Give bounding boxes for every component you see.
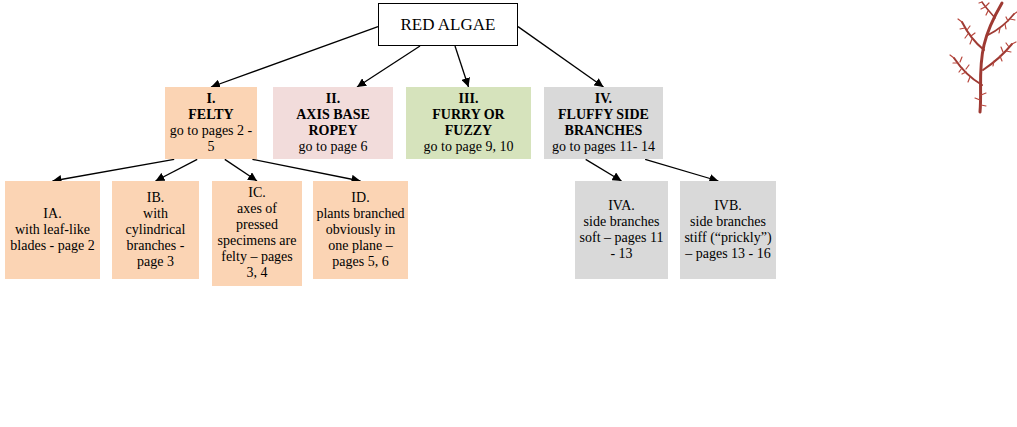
- connector-arrow: [225, 159, 257, 181]
- box-heading: II.: [326, 91, 340, 107]
- box-text: go to pages 2 - 5: [168, 123, 254, 155]
- category-box: II.AXIS BASE ROPEYgo to page 6: [273, 87, 393, 159]
- box-heading: I.: [207, 91, 216, 107]
- box-text: go to pages 11- 14: [552, 139, 655, 155]
- box-text: ID.: [351, 190, 369, 206]
- category-box: I.FELTYgo to pages 2 - 5: [165, 87, 257, 159]
- connector-arrow: [586, 159, 622, 181]
- subcategory-box: ID.plants branched obviously in one plan…: [313, 181, 408, 279]
- box-text: plants branched obviously in one plane –…: [316, 206, 405, 270]
- subcategory-box: IC.axes of pressed specimens are felty –…: [212, 181, 302, 286]
- box-text: go to page 6: [299, 139, 368, 155]
- connector-arrow: [211, 27, 378, 87]
- box-text: side branches stiff (“prickly”) – pages …: [683, 214, 773, 262]
- connector-arrow: [252, 159, 360, 181]
- root-box: RED ALGAE: [378, 3, 518, 46]
- box-text: IA.: [43, 206, 61, 222]
- box-heading: FLUFFY SIDE BRANCHES: [547, 107, 660, 139]
- algae-illustration: [940, 0, 1017, 115]
- subcategory-box: IB.with cylindrical branches - page 3: [112, 181, 199, 279]
- box-heading: III.: [459, 91, 479, 107]
- box-text: go to page 9, 10: [424, 139, 514, 155]
- subcategory-box: IVA.side branches soft – pages 11 - 13: [575, 181, 668, 279]
- subcategory-box: IVB.side branches stiff (“prickly”) – pa…: [680, 181, 776, 279]
- connector-arrow: [645, 159, 718, 181]
- box-text: IC.: [248, 185, 266, 201]
- box-text: IB.: [147, 190, 165, 206]
- box-text: IVA.: [608, 198, 635, 214]
- box-text: with leaf-like blades - page 2: [8, 222, 97, 254]
- box-text: axes of pressed specimens are felty – pa…: [215, 201, 299, 281]
- box-text: with cylindrical branches - page 3: [115, 206, 196, 270]
- box-heading: FELTY: [188, 107, 233, 123]
- box-heading: AXIS BASE ROPEY: [276, 107, 390, 139]
- connector-arrow: [156, 159, 198, 181]
- subcategory-box: IA.with leaf-like blades - page 2: [5, 181, 100, 279]
- box-text: side branches soft – pages 11 - 13: [578, 214, 665, 262]
- box-heading: IV.: [595, 91, 612, 107]
- connector-arrow: [455, 46, 469, 87]
- connector-arrow: [357, 46, 420, 87]
- box-heading: FURRY OR FUZZY: [409, 107, 528, 139]
- category-box: III.FURRY OR FUZZYgo to page 9, 10: [406, 87, 531, 159]
- box-text: IVB.: [714, 198, 742, 214]
- box-text: RED ALGAE: [401, 15, 496, 35]
- connector-arrow: [518, 27, 604, 87]
- category-box: IV.FLUFFY SIDE BRANCHESgo to pages 11- 1…: [544, 87, 663, 159]
- connector-arrow: [53, 159, 175, 181]
